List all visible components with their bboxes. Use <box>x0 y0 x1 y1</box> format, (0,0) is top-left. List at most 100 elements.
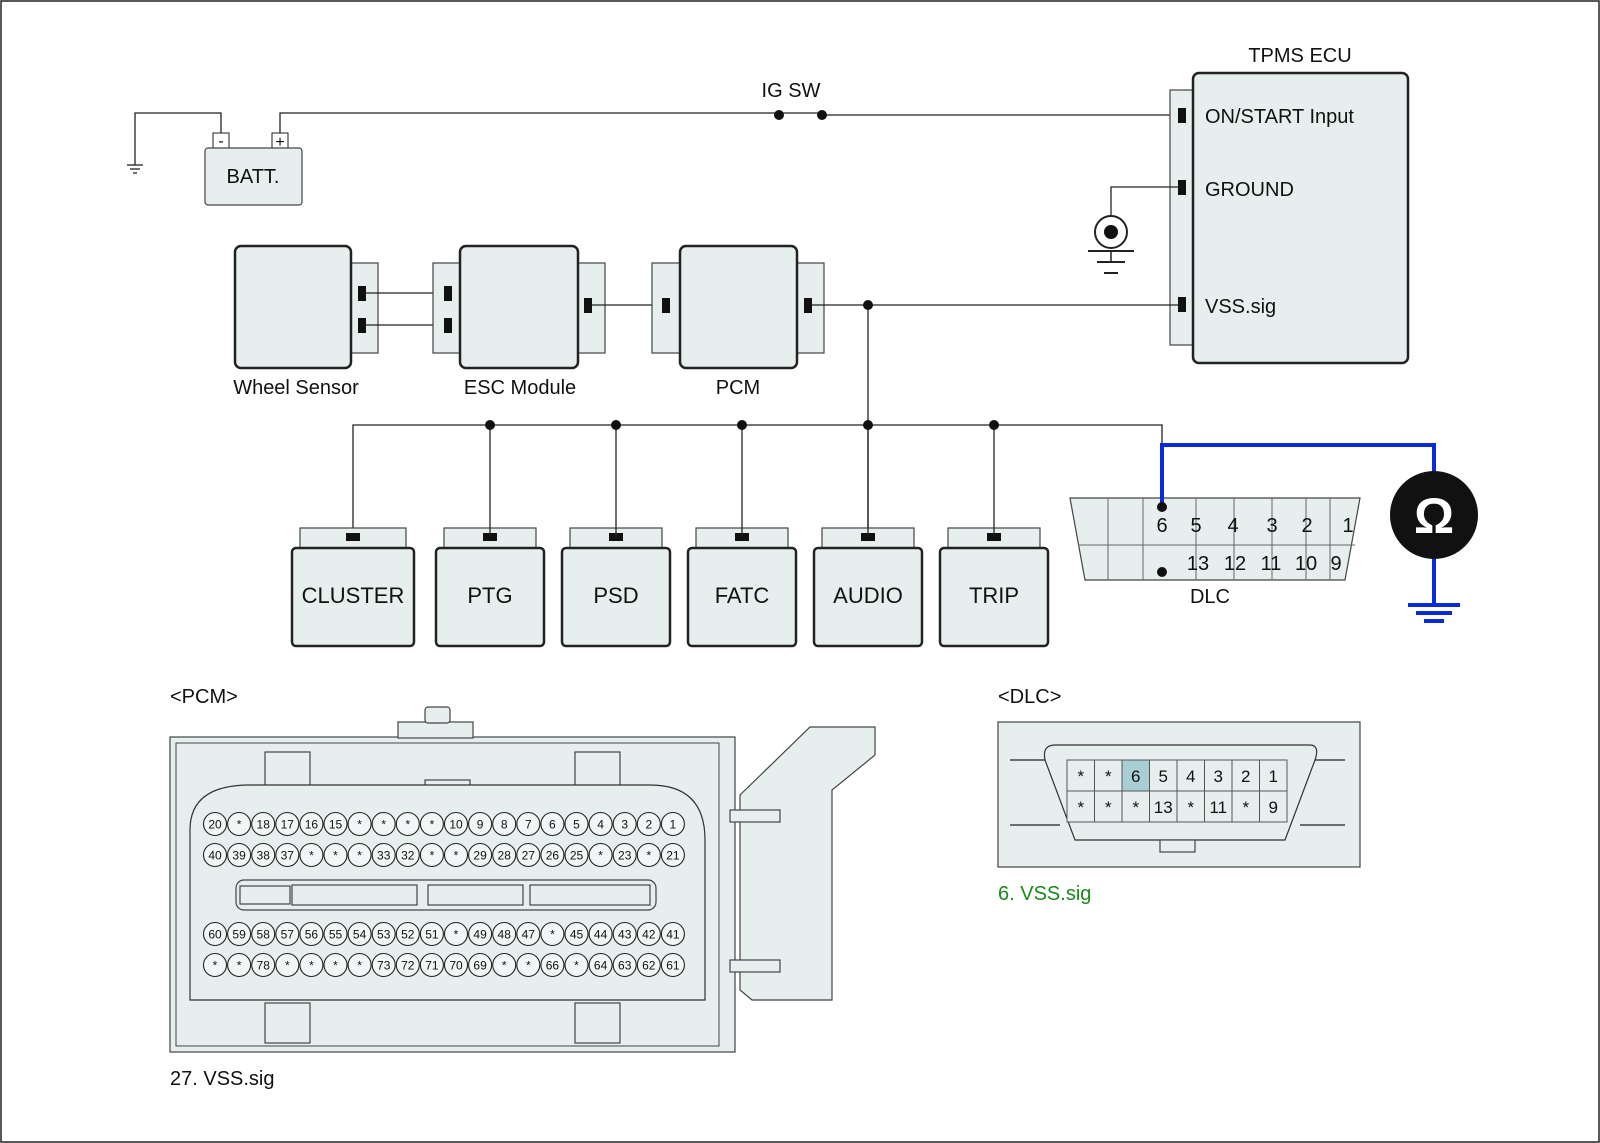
dlc-pin <box>1149 790 1178 823</box>
module-cluster: CLUSTER <box>290 527 416 648</box>
pcm-pin <box>347 811 372 837</box>
pcm-pin-label: 39 <box>232 849 246 863</box>
pcm-pin-label: 20 <box>208 818 222 832</box>
pcm-pin-label: 42 <box>642 928 656 942</box>
pcm-pin-label: * <box>309 849 314 863</box>
pcm-pin <box>371 921 396 947</box>
pcm-pin-label: 48 <box>498 928 512 942</box>
pcm-pin-label: 56 <box>305 928 319 942</box>
pcm-pin <box>299 811 324 837</box>
pcm-pin-label: * <box>381 818 386 832</box>
pcm-pin-label: 64 <box>594 959 608 973</box>
pcm-pin-label: * <box>357 849 362 863</box>
pcm-pin-label: * <box>309 959 314 973</box>
pcm-pin-label: 9 <box>477 818 484 832</box>
battery: - + BATT. <box>127 112 303 206</box>
pcm-pin-label: 33 <box>377 849 391 863</box>
pcm-pin <box>468 921 493 947</box>
pcm-pin-label: 47 <box>522 928 536 942</box>
pcm-pin-label: 23 <box>618 849 632 863</box>
pcm-pin-label: * <box>430 818 435 832</box>
pcm-pin <box>299 921 324 947</box>
pcm-caption: 27. VSS.sig <box>170 1068 275 1090</box>
pcm-pin <box>540 811 565 837</box>
pcm-pin-label: 51 <box>425 928 439 942</box>
dlc-pin-label: * <box>1105 767 1112 786</box>
pcm-pin-label: 73 <box>377 959 391 973</box>
pcm-pin-label: * <box>237 818 242 832</box>
dlc-pin-label: 3 <box>1214 767 1223 786</box>
pcm-pin <box>275 952 300 978</box>
pcm-pin <box>323 952 348 978</box>
pcm-pin-label: 32 <box>401 849 415 863</box>
dlc-pin <box>1231 790 1260 823</box>
pcm-pin <box>202 952 228 978</box>
pcm-pin <box>588 952 613 978</box>
pcm-pin-label: 38 <box>257 849 271 863</box>
pcm-pin <box>395 921 420 947</box>
tpms-ecu: TPMS ECU ON/START Input GROUND VSS.sig <box>1088 45 1410 365</box>
dlc-pin-label: * <box>1077 798 1084 817</box>
pcm-pin-label: 54 <box>353 928 367 942</box>
pcm-pin <box>323 921 348 947</box>
pcm-pin-label: 10 <box>449 818 463 832</box>
esc-module: ESC Module <box>432 244 606 399</box>
pcm-pin-label: 3 <box>621 818 628 832</box>
pcm-pin <box>660 921 685 947</box>
pcm-pin <box>419 952 444 978</box>
dlc-pin: 3 <box>1266 515 1277 537</box>
wheel-sensor-label: Wheel Sensor <box>233 377 359 399</box>
pcm-pin <box>660 952 685 978</box>
dlc-pin-label: * <box>1077 767 1084 786</box>
pcm-pin-label: 27 <box>522 849 536 863</box>
pcm-connector-title: <PCM> <box>170 686 238 708</box>
pcm-pin-label: 26 <box>546 849 560 863</box>
pcm-pin-label: 45 <box>570 928 584 942</box>
pcm-pin <box>347 842 372 868</box>
pcm-pin <box>419 811 444 837</box>
pcm-pin-label: 15 <box>329 818 343 832</box>
pcm-pin <box>443 842 469 868</box>
pcm-pin-label: 16 <box>305 818 319 832</box>
pcm-pin <box>468 952 493 978</box>
pcm-pin-label: 72 <box>401 959 415 973</box>
dlc-pin-label: 2 <box>1241 767 1250 786</box>
pcm-pin-label: * <box>357 818 362 832</box>
pcm-pin <box>443 952 469 978</box>
dlc-pin: 5 <box>1190 515 1201 537</box>
meter-ground-icon <box>1408 603 1460 623</box>
pcm-pin <box>227 952 252 978</box>
pcm-pin <box>227 842 252 868</box>
module-label: FATC <box>715 583 770 608</box>
dlc-pin-label: 5 <box>1159 767 1168 786</box>
pcm-pin-label: 40 <box>208 849 222 863</box>
pcm-pin-label: 58 <box>257 928 271 942</box>
pcm-pin <box>636 921 661 947</box>
pcm-pin-label: 69 <box>473 959 487 973</box>
svg-text:Ω: Ω <box>1414 488 1454 544</box>
pcm-pin <box>251 811 276 837</box>
pin-on-start-input: ON/START Input <box>1205 106 1354 128</box>
pcm-pin <box>636 811 661 837</box>
pcm-pin-label: * <box>454 928 459 942</box>
pcm-pin <box>492 921 517 947</box>
battery-neg: - <box>218 133 223 150</box>
dlc-pin <box>1204 759 1233 792</box>
dlc-pin: 12 <box>1224 553 1246 575</box>
battery-pos: + <box>275 134 284 151</box>
pcm-pin-label: * <box>333 959 338 973</box>
dlc-connector-title: <DLC> <box>998 686 1061 708</box>
pcm-pin <box>516 842 541 868</box>
pcm-pin-label: * <box>502 959 507 973</box>
pcm-module-label: PCM <box>716 377 760 399</box>
pcm-pin <box>516 952 541 978</box>
dlc-pin-label: * <box>1187 798 1194 817</box>
pcm-pin-label: 57 <box>281 928 295 942</box>
pcm-pin <box>588 842 613 868</box>
pcm-pin-label: 60 <box>208 928 222 942</box>
pcm-pin <box>492 811 517 837</box>
pcm-pin-label: 17 <box>281 818 295 832</box>
pcm-pin <box>540 952 565 978</box>
